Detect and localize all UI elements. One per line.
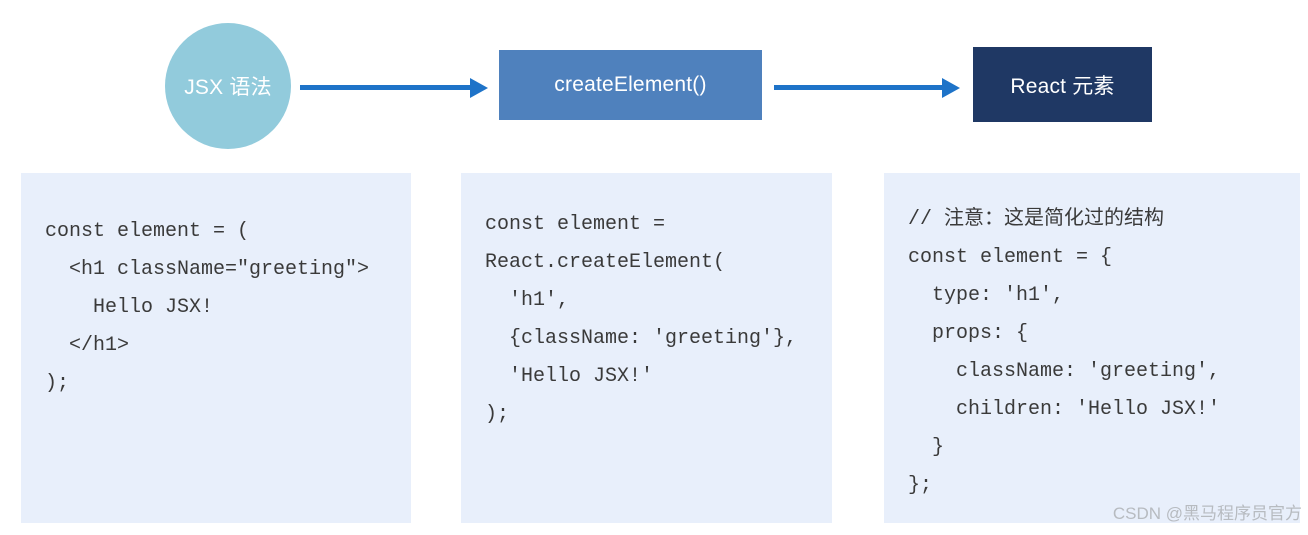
arrow-right-icon xyxy=(300,85,471,90)
flow-node-create-element-label: createElement() xyxy=(554,73,707,96)
watermark: CSDN @黑马程序员官方 xyxy=(1112,504,1302,523)
code-panel-react-element: // 注意：这是简化过的结构 const element = { type: '… xyxy=(884,173,1300,523)
flow-node-jsx-syntax-label: JSX 语法 xyxy=(184,76,272,99)
flow-node-react-element-label: React 元素 xyxy=(1010,74,1115,98)
code-panel-jsx: const element = ( <h1 className="greetin… xyxy=(21,173,411,523)
flow-node-create-element: createElement() xyxy=(499,50,762,120)
arrow-right-icon xyxy=(774,85,943,90)
code-panel-create-element: const element = React.createElement( 'h1… xyxy=(461,173,832,523)
flow-node-jsx-syntax: JSX 语法 xyxy=(165,23,291,149)
flow-node-react-element: React 元素 xyxy=(973,47,1152,122)
